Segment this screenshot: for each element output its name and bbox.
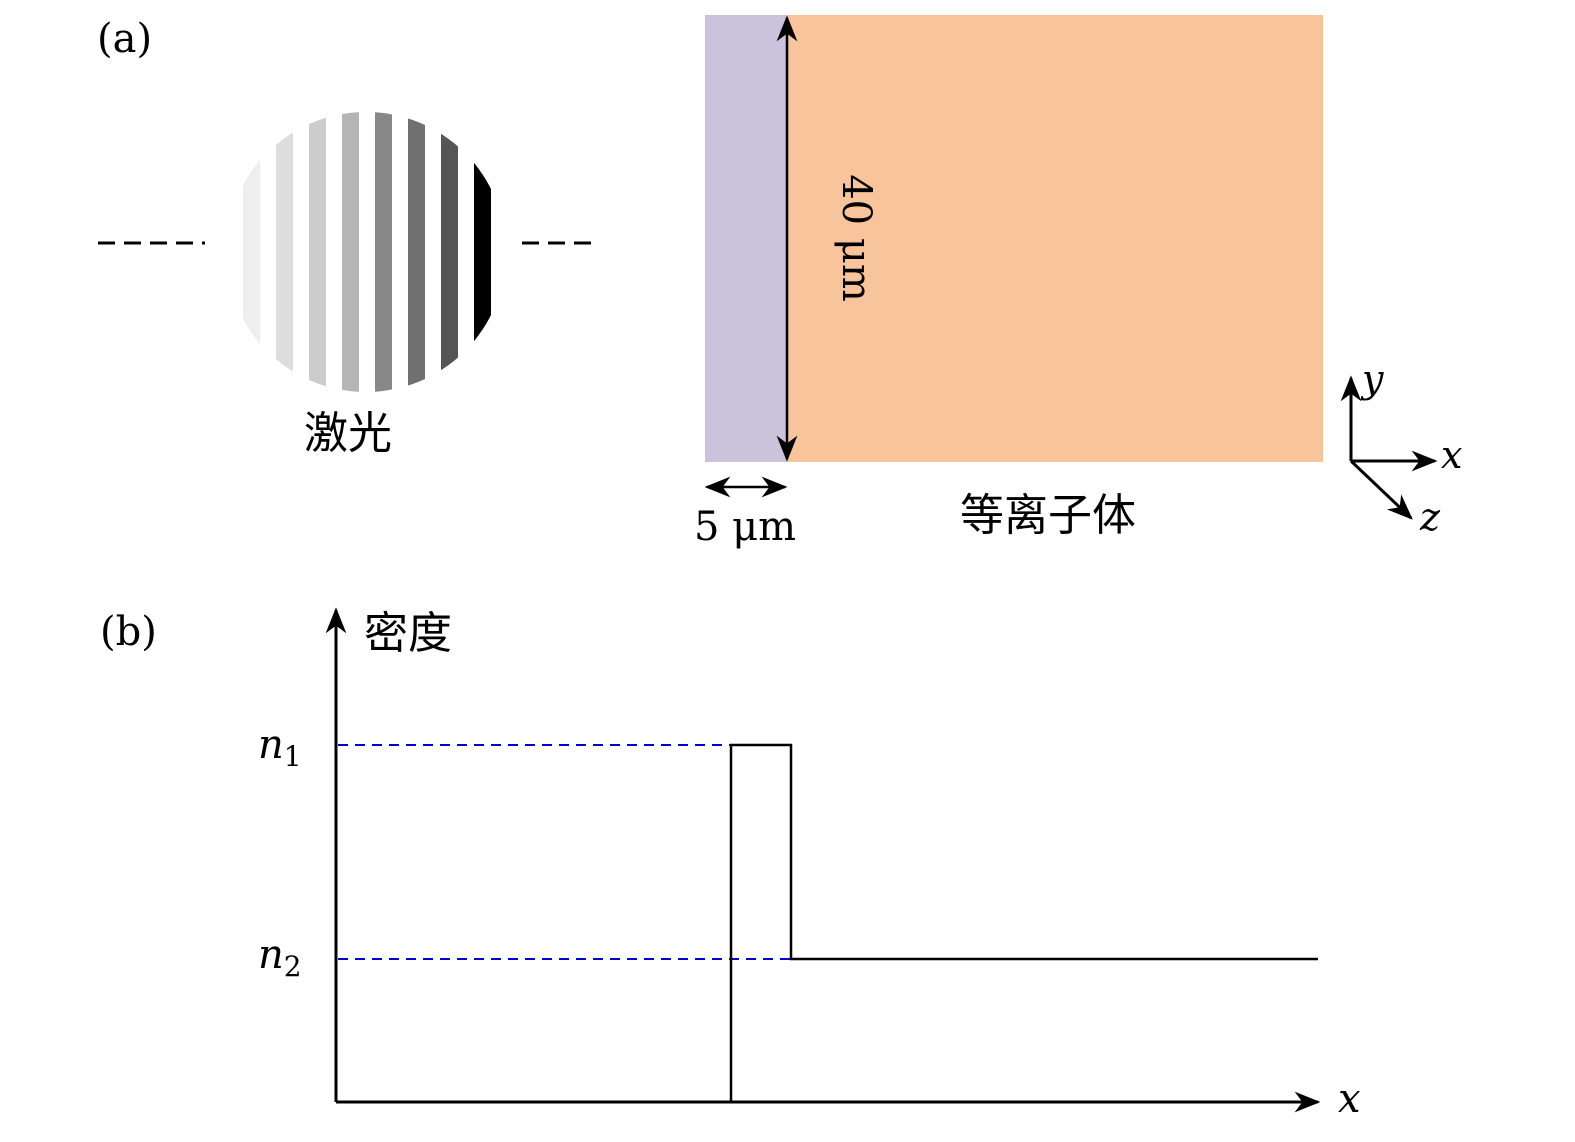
density-profile: [729, 743, 1318, 1102]
plasma-region: [787, 15, 1323, 462]
target-layer: [705, 15, 787, 462]
laser-stripe: [276, 112, 293, 392]
density-axis-label: 密度: [364, 608, 452, 659]
laser-stripe: [474, 112, 491, 392]
laser-stripe: [309, 112, 326, 392]
panel-a-label: (a): [97, 16, 152, 62]
panel-b-label: (b): [100, 609, 157, 655]
width-label: 5 μm: [694, 504, 796, 550]
laser-stripe: [375, 112, 392, 392]
coordinate-axes: y x z: [1340, 357, 1462, 539]
laser-stripe: [243, 112, 260, 392]
axis-y-label: y: [1360, 357, 1384, 401]
laser-stripe: [342, 112, 359, 392]
n1-label: n1: [258, 722, 302, 773]
axis-z-label: z: [1419, 495, 1441, 539]
plasma-label: 等离子体: [960, 490, 1136, 541]
laser-stripe: [408, 112, 425, 392]
n2-label: n2: [258, 932, 302, 983]
height-label: 40 μm: [833, 174, 879, 302]
laser-stripe: [441, 112, 458, 392]
x-axis-label: x: [1338, 1076, 1361, 1122]
laser-pulse-stripes: [243, 112, 491, 392]
axis-x-label: x: [1441, 433, 1462, 477]
laser-label: 激光: [304, 408, 392, 459]
